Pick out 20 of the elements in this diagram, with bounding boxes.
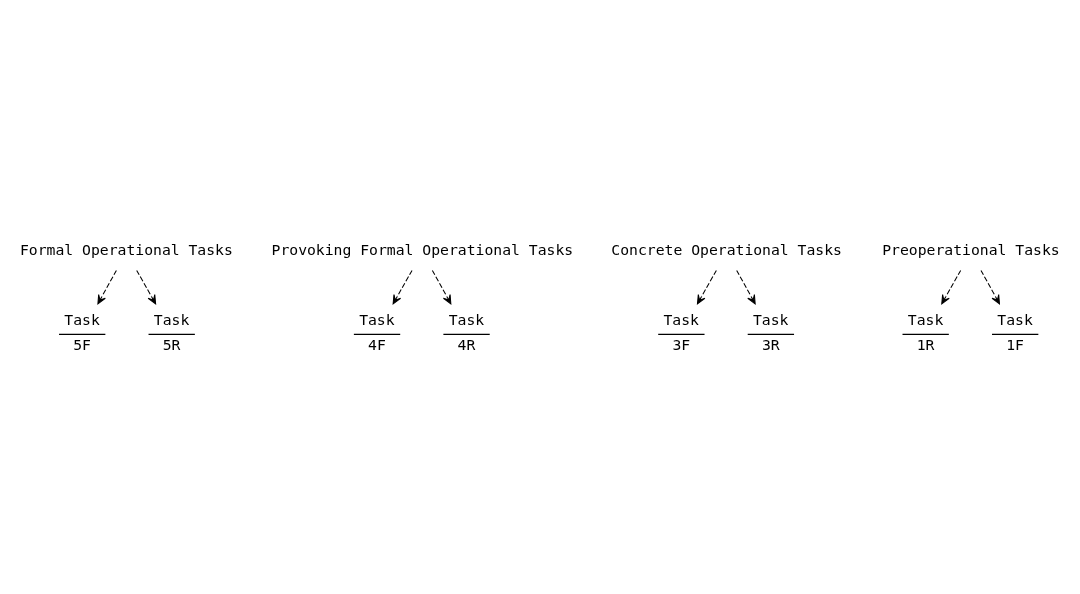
node-text: Formal Operational Tasks bbox=[19, 240, 233, 258]
node-text: Preoperational Tasks bbox=[882, 240, 1060, 258]
arrow bbox=[980, 269, 1000, 304]
arrow bbox=[431, 269, 452, 304]
arrow bbox=[696, 269, 717, 304]
arrow bbox=[736, 269, 756, 304]
node-text: Task 3R bbox=[752, 310, 789, 353]
arrow bbox=[392, 269, 413, 304]
node-text: Task 4R bbox=[448, 310, 485, 353]
arrow bbox=[136, 269, 157, 304]
node-text: Task 3F bbox=[663, 310, 699, 353]
node-text: Concrete Operational Tasks bbox=[611, 240, 842, 258]
arrow bbox=[97, 269, 117, 304]
node-text: Provoking Formal Operational Tasks bbox=[271, 240, 574, 258]
node-text: Task 1R bbox=[907, 310, 944, 353]
node-text: Task 5R bbox=[153, 310, 190, 353]
node-text: Task 1F bbox=[997, 310, 1033, 353]
node-text: Task 4F bbox=[359, 310, 395, 353]
node-text: Task 5F bbox=[64, 310, 100, 353]
arrow bbox=[941, 269, 962, 304]
